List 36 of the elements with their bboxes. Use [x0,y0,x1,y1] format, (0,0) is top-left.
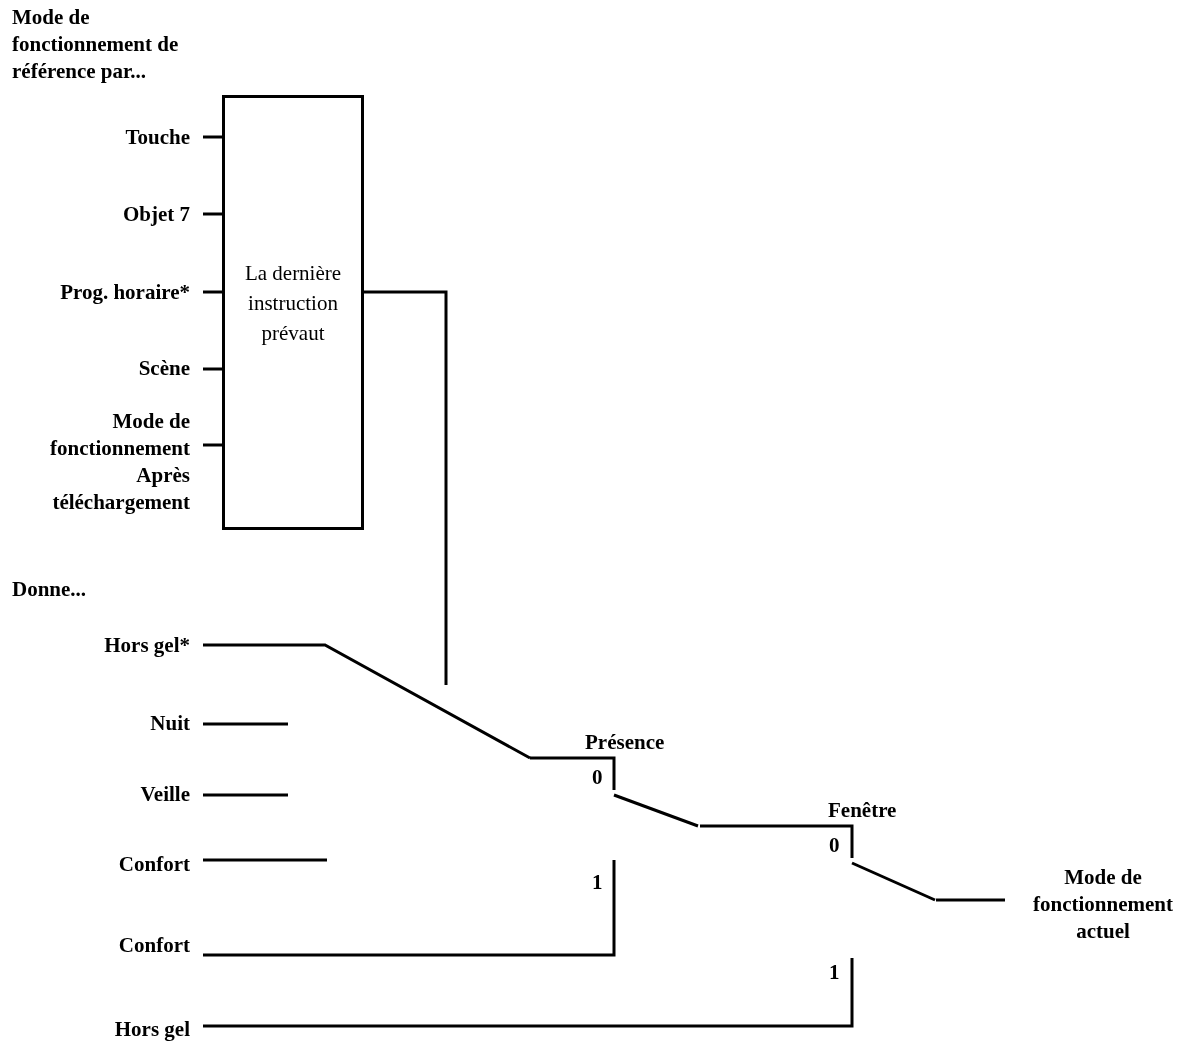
connector-line [203,953,530,957]
wire-stub [203,722,288,726]
contact-number: 0 [592,765,603,789]
connector-line [203,643,531,760]
switch-label: Présence [585,730,665,754]
heading-text: Mode de fonctionnement de référence par... [12,4,180,85]
input-label: Scène [138,355,190,382]
connector-line [936,898,1005,902]
input-label: Touche [125,124,190,151]
input-label: Confort [118,851,190,878]
connector-line [203,135,222,139]
input-label: Objet 7 [122,201,190,228]
connector-line [203,212,222,216]
contact-number: 1 [829,960,840,984]
priority-box [222,95,364,530]
wire-stub [364,290,448,685]
input-label: Hors gel* [104,632,190,659]
wire-stub [203,858,327,862]
contact-number: 0 [829,833,840,857]
input-label: Nuit [150,710,190,737]
switch-label: Fenêtre [828,798,897,822]
input-label: Confort [118,932,190,959]
connector-line [203,367,222,371]
connector-line [203,443,222,447]
connector-line [203,1024,770,1028]
input-label: Mode de fonctionnement Après téléchargement [0,408,190,516]
input-label: Prog. horaire* [60,279,190,306]
contact-number: 1 [592,870,603,894]
connector-line [700,824,770,828]
box-text: La dernière instruction prévaut [243,260,343,347]
wire-stub [203,793,288,797]
output-label: Mode de fonctionnement actuel [1010,864,1196,945]
connector-line [203,290,222,294]
heading-text: Donne... [12,576,87,603]
input-label: Veille [140,781,190,808]
input-label: Hors gel [114,1016,190,1043]
